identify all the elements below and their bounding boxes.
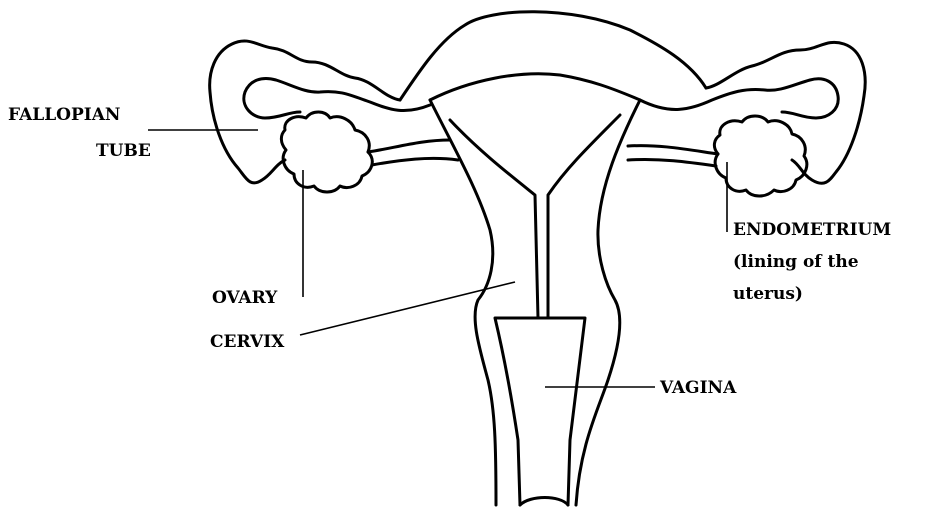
endometrium-label-line3: uterus) [733,284,803,304]
endometrium-left [450,120,538,318]
ovary-label: OVARY [212,288,278,308]
uterus-fundus-outline [400,12,706,100]
endometrium-label-line2: (lining of the [733,252,859,272]
right-ovary [714,116,806,196]
uterine-cavity-outline [430,74,640,100]
cervix-label: CERVIX [210,332,285,352]
left-ovary [281,112,372,192]
cervix-leader [300,282,515,335]
uterus-left-wall [430,100,496,505]
endometrium-label-line1: ENDOMETRIUM [733,220,891,240]
vaginal-opening [520,498,568,506]
fallopian-tube-label-line1: FALLOPIAN [8,105,120,125]
vagina-label: VAGINA [659,378,737,398]
right-fallopian-tube-inner [640,79,838,118]
vagina-outline [495,318,585,505]
fallopian-tube-label-line2: TUBE [96,141,151,161]
right-ovarian-ligament [628,146,718,166]
left-ovarian-ligament [368,140,458,165]
